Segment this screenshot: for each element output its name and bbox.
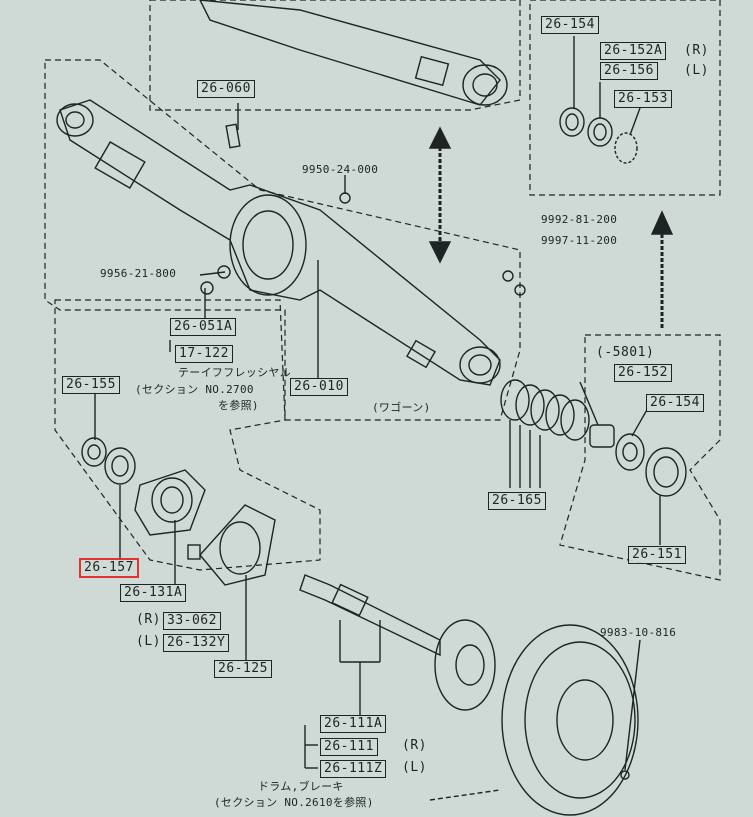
dashed-region-topright: [529, 0, 721, 196]
part-9950-24-000[interactable]: 9950-24-000: [302, 163, 379, 176]
note-brake-drum: ドラム,ブレーキ: [258, 780, 344, 793]
dashed-region-housing: [44, 59, 521, 421]
part-9956-21-800[interactable]: 9956-21-800: [100, 267, 177, 280]
part-26-111A[interactable]: 26-111A: [320, 715, 387, 733]
part-26-010[interactable]: 26-010: [290, 378, 348, 396]
part-26-125[interactable]: 26-125: [214, 660, 272, 678]
side-r-33-062: (R): [136, 612, 161, 627]
flange-upper-right: [462, 64, 508, 106]
note-wagon: (ワゴーン): [372, 401, 431, 414]
side-r-26-152A: (R): [684, 43, 709, 58]
note-taper-section-ref-2: を参照): [218, 399, 259, 412]
note-taper-flange: テーイフフレッシヤル: [178, 366, 291, 379]
side-r-26-111: (R): [402, 738, 427, 753]
part-26-132Y[interactable]: 26-132Y: [163, 634, 230, 652]
brake-drum: [501, 624, 639, 816]
part-26-156[interactable]: 26-156: [600, 62, 658, 80]
note-taper-section-ref: (セクション NO.2700: [135, 383, 254, 396]
part-26-154-right[interactable]: 26-154: [646, 394, 704, 412]
part-26-154-top[interactable]: 26-154: [541, 16, 599, 34]
part-26-152A[interactable]: 26-152A: [600, 42, 667, 60]
housing-left-flange: [56, 103, 94, 137]
dashed-region-top: [149, 0, 521, 111]
backing-plate-gasket: [199, 504, 276, 586]
part-26-165[interactable]: 26-165: [488, 492, 546, 510]
side-l-26-111Z: (L): [402, 760, 427, 775]
side-l-26-132Y: (L): [136, 634, 161, 649]
part-26-051A[interactable]: 26-051A: [170, 318, 237, 336]
part-26-131A[interactable]: 26-131A: [120, 584, 187, 602]
part-26-153[interactable]: 26-153: [614, 90, 672, 108]
part-9983-10-816[interactable]: 9983-10-816: [600, 626, 677, 639]
part-17-122[interactable]: 17-122: [175, 345, 233, 363]
part-33-062[interactable]: 33-062: [163, 612, 221, 630]
note-brake-drum-section-ref: (セクション NO.2610を参照): [214, 796, 374, 809]
axle-housing-upper: [199, 0, 501, 106]
part-26-155[interactable]: 26-155: [62, 376, 120, 394]
part-26-151[interactable]: 26-151: [628, 546, 686, 564]
part-26-157-highlighted[interactable]: 26-157: [79, 558, 139, 578]
part-26-060[interactable]: 26-060: [197, 80, 255, 98]
axle-shaft: [299, 574, 441, 657]
part-26-111[interactable]: 26-111: [320, 738, 378, 756]
label-serial-5801: (-5801): [596, 345, 655, 360]
differential-carrier: [229, 194, 307, 296]
side-l-26-156: (L): [684, 63, 709, 78]
part-26-152[interactable]: 26-152: [614, 364, 672, 382]
part-9997-11-200[interactable]: 9997-11-200: [541, 234, 618, 247]
part-9992-81-200[interactable]: 9992-81-200: [541, 213, 618, 226]
dashed-region-right: [559, 334, 721, 581]
part-26-111Z[interactable]: 26-111Z: [320, 760, 387, 778]
axle-hub: [434, 619, 496, 711]
housing-right-flange: [459, 346, 501, 384]
dashed-region-left: [54, 299, 321, 571]
